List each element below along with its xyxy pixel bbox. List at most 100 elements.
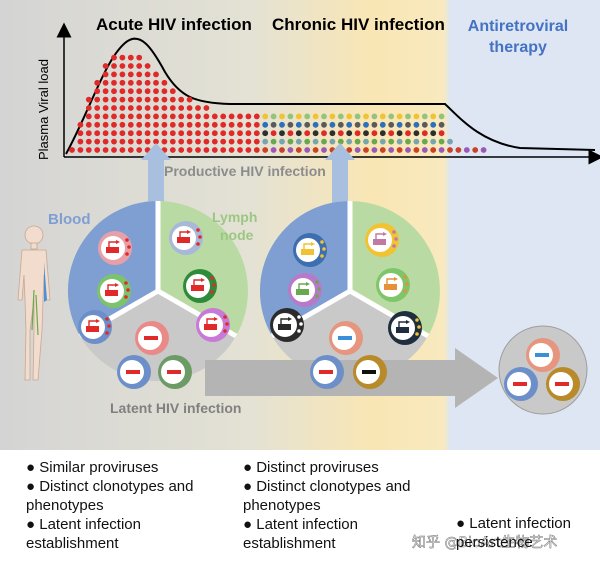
- virus-dot: [262, 113, 269, 120]
- header-art-line1: Antiretroviral: [468, 18, 568, 35]
- bullet-chronic-4: ● Latent infection: [243, 516, 358, 533]
- virus-dot: [287, 130, 294, 137]
- virus-dot: [228, 130, 235, 137]
- virus-dot: [153, 138, 159, 145]
- virus-dot: [102, 105, 109, 111]
- virus-dot: [186, 130, 193, 137]
- virus-dot: [346, 113, 353, 120]
- infected-cell: [169, 221, 203, 255]
- virus-dot: [144, 63, 151, 69]
- virus-dot: [430, 113, 437, 120]
- virus-dot: [337, 138, 344, 145]
- header-art-line2: therapy: [489, 39, 547, 56]
- virus-dot: [413, 113, 420, 120]
- virus-dot: [329, 113, 336, 120]
- virus-dot: [111, 113, 117, 120]
- virus-dot: [413, 130, 420, 137]
- virus-dot: [161, 138, 168, 145]
- virus-dot: [195, 113, 201, 120]
- virus-dot: [186, 121, 193, 128]
- virus-dot: [405, 147, 411, 153]
- virus-dot: [371, 130, 378, 137]
- virus-dot: [295, 138, 302, 145]
- virus-dot: [329, 130, 336, 137]
- virus-dot: [127, 79, 134, 86]
- productive-arrows: [141, 143, 355, 208]
- virus-dot: [237, 121, 243, 128]
- virus-dot: [396, 130, 403, 137]
- virus-dot: [153, 96, 159, 103]
- virus-dot: [111, 138, 117, 145]
- virus-dot: [153, 88, 159, 95]
- virus-dot: [480, 147, 487, 153]
- virus-dot: [388, 138, 395, 145]
- virus-dot: [127, 105, 134, 111]
- virus-dot: [321, 121, 327, 128]
- virus-dot: [220, 121, 227, 128]
- virus-dot: [102, 121, 109, 128]
- virus-dot: [430, 138, 437, 145]
- virus-dot: [161, 121, 168, 128]
- virus-dot: [136, 63, 143, 69]
- bullet-acute-3: phenotypes: [26, 497, 104, 514]
- virus-dot: [253, 147, 260, 153]
- lymph-label-1: Lymph: [212, 209, 257, 225]
- virus-dot: [379, 147, 386, 153]
- virus-dot: [119, 71, 126, 78]
- virus-dot: [270, 113, 277, 120]
- virus-dot: [211, 138, 218, 145]
- virus-dot: [287, 138, 294, 145]
- virus-dot: [144, 88, 151, 95]
- virus-dot: [77, 121, 84, 128]
- virus-dot: [169, 121, 176, 128]
- virus-dot: [161, 105, 168, 111]
- virus-dot: [379, 130, 386, 137]
- virus-dot: [94, 105, 101, 111]
- virus-dot: [363, 113, 369, 120]
- virus-dot: [321, 138, 327, 145]
- virus-dot: [363, 147, 369, 153]
- virus-dot: [363, 138, 369, 145]
- virus-dot: [203, 121, 210, 128]
- virus-dot: [94, 130, 101, 137]
- virus-dot: [169, 147, 176, 153]
- virus-dot: [237, 130, 243, 137]
- virus-dot: [253, 121, 260, 128]
- virus-dot: [144, 71, 151, 78]
- virus-dot: [127, 71, 134, 78]
- lymph-label-2: node: [220, 227, 254, 243]
- virus-dot: [94, 113, 101, 120]
- virus-dot: [136, 88, 143, 95]
- latent-cell: [526, 338, 560, 372]
- virus-dot: [405, 138, 411, 145]
- virus-dot: [245, 121, 252, 128]
- virus-dot: [136, 54, 143, 61]
- virus-dot: [329, 138, 336, 145]
- virus-dot: [94, 121, 101, 128]
- virus-dot: [169, 130, 176, 137]
- virus-dot: [245, 130, 252, 137]
- latent-cell: [158, 355, 192, 389]
- virus-dot: [421, 130, 428, 137]
- blood-label: Blood: [48, 211, 91, 228]
- latent-cell: [135, 321, 169, 355]
- bullet-area: [0, 450, 600, 562]
- virus-dot: [455, 147, 462, 153]
- virus-dot: [237, 138, 243, 145]
- virus-dot: [304, 113, 311, 120]
- virus-dot: [421, 147, 428, 153]
- virus-dot: [354, 121, 361, 128]
- virus-dot: [211, 130, 218, 137]
- infected-cell: [98, 231, 132, 265]
- virus-dot: [178, 138, 185, 145]
- virus-dot: [396, 113, 403, 120]
- y-axis-label: Plasma Viral load: [36, 59, 51, 160]
- virus-dot: [220, 147, 227, 153]
- virus-dot: [153, 71, 159, 78]
- virus-dot: [85, 138, 92, 145]
- virus-dot: [421, 113, 428, 120]
- header-chronic: Chronic HIV infection: [272, 15, 445, 34]
- virus-dot: [144, 96, 151, 103]
